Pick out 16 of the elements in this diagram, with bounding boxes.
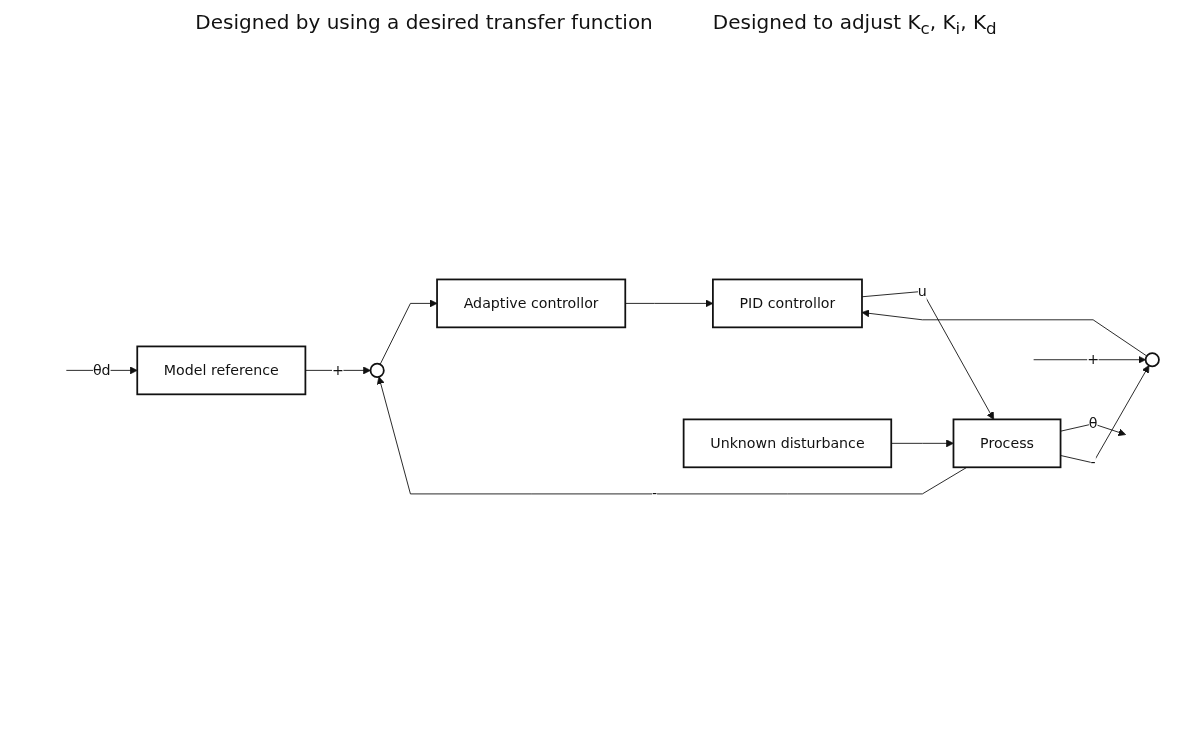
node-box: Adaptive controllor bbox=[436, 278, 627, 329]
node-circle bbox=[369, 362, 385, 378]
node-box: Process bbox=[952, 418, 1062, 469]
node-box: Unknown disturbance bbox=[682, 418, 893, 469]
edge-label: - bbox=[651, 485, 658, 502]
edge-label: u bbox=[917, 282, 927, 300]
node-circle bbox=[1144, 352, 1160, 368]
node-box: PID controllor bbox=[712, 278, 863, 329]
node-box: Model reference bbox=[136, 345, 307, 396]
edge-label: + bbox=[1087, 350, 1100, 368]
annotation-text: Designed to adjust K$_{c}$, K$_{i}$, K$_{d}$ bbox=[712, 10, 997, 38]
edge-label: θ bbox=[1088, 414, 1098, 432]
edge-label: - bbox=[1090, 453, 1096, 471]
edge-label: θd bbox=[92, 361, 111, 379]
annotation-text: Designed by using a desired transfer function bbox=[195, 10, 653, 36]
edge-label: + bbox=[332, 361, 344, 379]
